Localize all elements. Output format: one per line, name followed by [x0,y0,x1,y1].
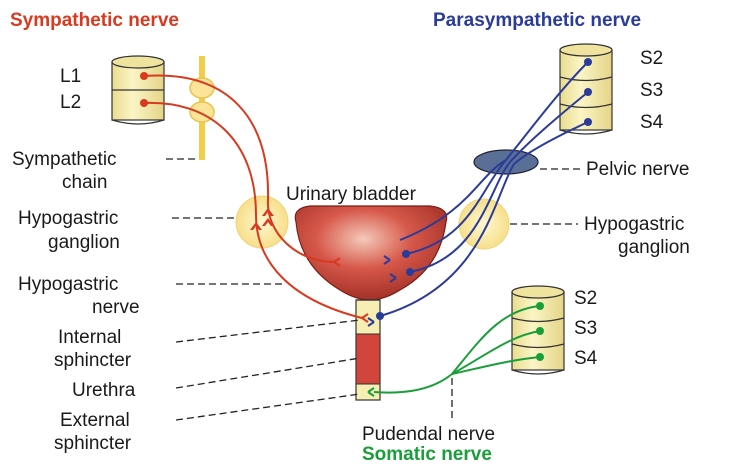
sympathetic-chain-label-line1: Sympathetic [12,149,117,170]
hypogastric-ganglion-right [459,199,509,249]
parasympathetic-nerve-header: Parasympathetic nerve [433,10,641,31]
hypogastric-nerve-label-line1: Hypogastric [18,274,118,295]
pelvic-nerve-label: Pelvic nerve [586,159,690,180]
external-sphincter-label-line1: External [60,410,130,431]
sympathetic-chain [190,56,214,160]
hypogastric-ganglion-left-label-line1: Hypogastric [18,208,118,229]
parasympathetic-s4-label: S4 [640,112,664,133]
somatic-s2-label: S2 [574,288,597,309]
pudendal-nerve-label: Pudendal nerve [362,424,495,445]
urethra-label: Urethra [72,380,136,401]
hypogastric-ganglion-right-label-line2: ganglion [618,237,690,258]
parasympathetic-s3-label: S3 [640,80,663,101]
hypogastric-ganglion-left-label-line2: ganglion [48,232,120,253]
sympathetic-nerve-header: Sympathetic nerve [10,10,179,31]
hypogastric-ganglion-left [236,196,288,248]
hypogastric-nerve-label-line2: nerve [92,297,140,318]
hypogastric-ganglion-right-label-line1: Hypogastric [584,214,684,235]
external-sphincter-label-line2: sphincter [54,433,132,454]
somatic-s4-label: S4 [574,348,598,369]
l2-label: L2 [60,92,81,113]
urinary-bladder [295,206,446,300]
internal-sphincter-label-line1: Internal [58,327,121,348]
parasympathetic-s2-label: S2 [640,48,663,69]
internal-sphincter-label-line2: sphincter [54,350,132,371]
urinary-bladder-label: Urinary bladder [286,184,417,205]
lumbar-vertebrae [112,56,164,124]
sympathetic-chain-label-line2: chain [62,172,107,193]
l1-label: L1 [60,66,81,87]
somatic-s3-label: S3 [574,318,597,339]
somatic-nerve-header: Somatic nerve [362,444,492,465]
